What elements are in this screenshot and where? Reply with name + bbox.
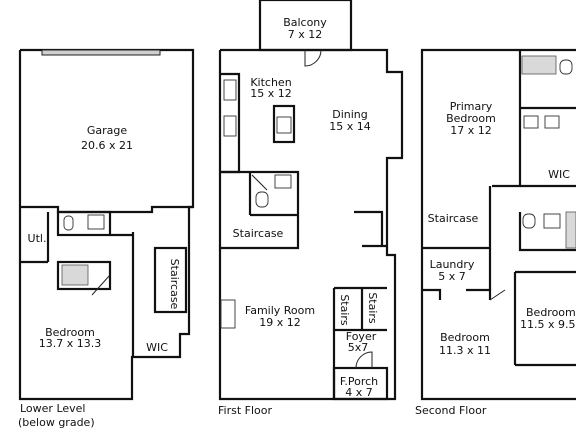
lower-shower-icon — [61, 264, 89, 286]
lower-door-swing — [91, 274, 111, 296]
hall-bath-wall — [518, 212, 576, 252]
kitchen-island — [272, 104, 296, 144]
foyer-label: Foyer — [346, 330, 377, 343]
first-toilet-icon — [255, 191, 269, 208]
first-sink-icon — [274, 174, 292, 189]
first-bath-door — [251, 174, 268, 191]
hall-tub-icon — [565, 211, 576, 249]
tub-icon — [521, 55, 557, 75]
bedroom-b-label: Bedroom — [526, 306, 576, 319]
family-room-label: Family Room — [245, 304, 315, 317]
foyer-dims: 5x7 — [348, 341, 369, 354]
laundry-label: Laundry — [430, 258, 475, 271]
front-porch-dims: 4 x 7 — [345, 386, 373, 399]
balcony-door-swing — [304, 49, 322, 67]
first-floor-caption: First Floor — [218, 404, 272, 417]
stairs-left-label: Stairs — [338, 294, 351, 326]
laundry-dims: 5 x 7 — [438, 270, 466, 283]
front-porch-wall — [332, 366, 389, 401]
laundry-wall — [422, 288, 442, 300]
primary-bedroom-dims: 17 x 12 — [450, 124, 492, 137]
second-floor-outer-wall — [420, 48, 576, 401]
garage-dims: 20.6 x 21 — [81, 139, 133, 152]
fireplace-icon — [220, 299, 236, 329]
garage-label: Garage — [87, 124, 128, 137]
primary-bedroom-label: Primary — [450, 100, 493, 113]
second-floor-plan: Primary Bedroom 17 x 12 WIC Staircase La… — [415, 48, 576, 417]
laundry-wall-2 — [466, 288, 492, 300]
vanity-sink-icon-2 — [544, 115, 560, 129]
bedroom-b-dims: 11.5 x 9.5 — [520, 318, 576, 331]
lower-wic-label: WIC — [146, 341, 168, 354]
dining-label: Dining — [332, 108, 368, 121]
lower-staircase-label: Staircase — [168, 259, 181, 310]
dining-dims: 15 x 14 — [329, 120, 371, 133]
hall-toilet-icon — [522, 213, 536, 229]
front-porch-label: F.Porch — [340, 375, 378, 388]
primary-toilet-icon — [559, 59, 573, 75]
kitchen-label: Kitchen — [250, 76, 291, 89]
primary-bedroom-label-2: Bedroom — [446, 112, 496, 125]
lower-level-plan: Garage 20.6 x 21 Utl. Staircase Bedroom … — [18, 48, 195, 429]
lower-bedroom-dims: 13.7 x 13.3 — [39, 337, 102, 350]
bedroom-door-swing — [489, 289, 506, 301]
first-floor-outer-wall — [218, 48, 404, 401]
primary-bedroom-wall — [492, 50, 522, 188]
utility-label: Utl. — [28, 232, 47, 245]
balcony-dims: 7 x 12 — [288, 28, 323, 41]
bedroom-a-label: Bedroom — [440, 331, 490, 344]
front-door-swing — [355, 351, 373, 369]
lower-bath-wall — [56, 210, 112, 237]
vanity-sink-icon-1 — [523, 115, 539, 129]
lower-staircase-wall — [153, 246, 188, 314]
first-staircase-label: Staircase — [233, 227, 284, 240]
lower-level-caption: Lower Level — [20, 402, 85, 415]
second-staircase-label: Staircase — [428, 212, 479, 225]
family-room-dims: 19 x 12 — [259, 316, 301, 329]
kitchen-dims: 15 x 12 — [250, 87, 292, 100]
balcony-label: Balcony — [283, 16, 327, 29]
hall-sink-icon — [543, 213, 561, 229]
lower-toilet-icon — [63, 215, 74, 231]
garage-door — [41, 49, 161, 56]
fridge-icon — [223, 115, 237, 137]
lower-level-caption-2: (below grade) — [18, 416, 95, 429]
first-floor-plan: Balcony 7 x 12 Kitchen 15 x 12 Dining 15… — [218, 0, 404, 417]
lower-bedroom-label: Bedroom — [45, 326, 95, 339]
first-wall-stub — [354, 210, 384, 246]
bedroom-a-dims: 11.3 x 11 — [439, 344, 491, 357]
stairs-right-label: Stairs — [366, 292, 379, 324]
lower-level-outer-wall — [18, 48, 195, 401]
stove-icon — [223, 79, 237, 101]
second-floor-caption: Second Floor — [415, 404, 487, 417]
second-wic-label: WIC — [548, 168, 570, 181]
island-sink-icon — [276, 116, 292, 134]
lower-sink-icon — [87, 214, 105, 230]
